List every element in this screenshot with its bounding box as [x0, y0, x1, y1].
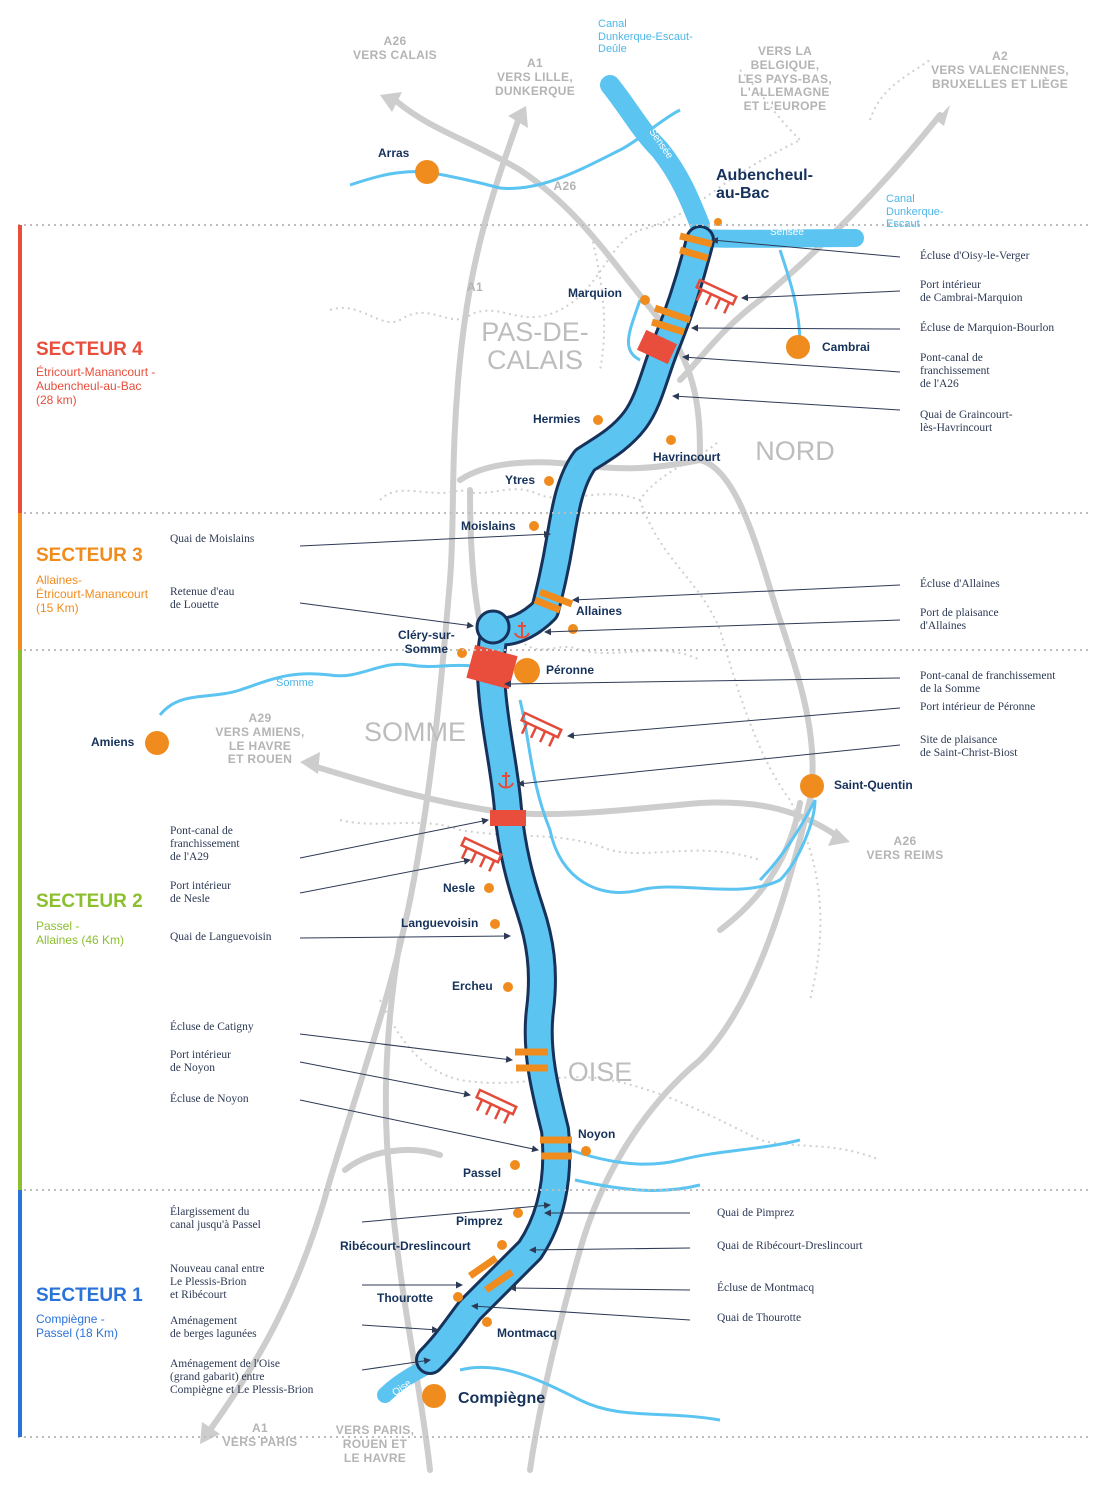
town-ribecourt: Ribécourt-Dreslincourt	[340, 1239, 471, 1253]
town-marquion: Marquion	[568, 286, 622, 300]
callout-retenue-louette: Retenue d'eau de Louette	[170, 586, 235, 612]
waterway-somme: Somme	[276, 677, 314, 689]
road-label-a1: A1	[467, 280, 483, 294]
town-languevoisin: Languevoisin	[401, 916, 479, 930]
town-arras: Arras	[378, 146, 410, 160]
callout-port-nesle: Port intérieur de Nesle	[170, 880, 231, 906]
callout-ecluse-montmacq: Écluse de Montmacq	[717, 1282, 815, 1294]
road-label-a26-calais: A26 VERS CALAIS	[353, 34, 437, 62]
dept-somme: SOMME	[363, 717, 466, 747]
town-dots	[145, 160, 824, 1408]
road-label-a1-lille: A1 VERS LILLE, DUNKERQUE	[494, 56, 576, 98]
town-ytres: Ytres	[505, 473, 536, 487]
callout-quai-languevoisin: Quai de Languevoisin	[170, 931, 272, 943]
road-label-a26: A26	[553, 179, 577, 193]
town-allaines: Allaines	[576, 604, 623, 618]
town-saint-quentin: Saint-Quentin	[834, 778, 913, 792]
highway-arrows	[200, 92, 950, 1444]
locks	[468, 232, 713, 1293]
town-moislains: Moislains	[461, 519, 516, 533]
waterway-sensee-2: Sensée	[770, 227, 804, 238]
sector3-title: SECTEUR 3	[36, 545, 143, 566]
pont-canals	[466, 329, 678, 826]
retenue-louette-basin	[475, 609, 511, 645]
town-noyon: Noyon	[578, 1127, 616, 1141]
road-label-belgique: VERS LA BELGIQUE, LES PAYS-BAS, L'ALLEMA…	[738, 44, 832, 114]
road-label-a26-reims: A26 VERS REIMS	[866, 834, 944, 862]
highways	[207, 97, 943, 1473]
sector1-title: SECTEUR 1	[36, 1285, 143, 1306]
road-label-a29: A29 VERS AMIENS, LE HAVRE ET ROUEN	[215, 711, 305, 767]
callout-quai-pimprez: Quai de Pimprez	[717, 1207, 795, 1219]
dept-nord: NORD	[755, 436, 835, 466]
callout-ecluse-allaines: Écluse d'Allaines	[920, 578, 1000, 590]
town-hermies: Hermies	[533, 412, 581, 426]
sector1-subtitle: Compiègne - Passel (18 Km)	[36, 1312, 119, 1340]
waterway-canal-escaut: Canal Dunkerque- Escaut	[886, 193, 944, 231]
sector3-subtitle: Allaines- Étricourt-Manancourt (15 Km)	[36, 573, 149, 615]
callout-saint-christ: Site de plaisance de Saint-Christ-Biost	[920, 734, 1018, 760]
callout-oise: Aménagement de l'Oise (grand gabarit) en…	[170, 1358, 314, 1397]
port-icons	[459, 278, 738, 1124]
callout-port-noyon: Port intérieur de Noyon	[170, 1049, 231, 1075]
sector4-subtitle: Étricourt-Manancourt - Aubencheul-au-Bac…	[36, 365, 156, 407]
town-havrincourt: Havrincourt	[653, 450, 721, 464]
town-pimprez: Pimprez	[456, 1214, 503, 1228]
town-compiegne: Compiègne	[458, 1390, 546, 1407]
callout-port-allaines: Port de plaisance d'Allaines	[920, 607, 999, 633]
town-ercheu: Ercheu	[452, 979, 493, 993]
town-clery: Cléry-sur- Somme	[398, 628, 455, 656]
dept-oise: OISE	[567, 1057, 633, 1087]
canal-water	[418, 228, 712, 1372]
sector2-title: SECTEUR 2	[36, 891, 143, 912]
town-cambrai: Cambrai	[822, 340, 871, 354]
callout-nouveau-canal: Nouveau canal entre Le Plessis-Brion et …	[170, 1263, 265, 1302]
town-montmacq: Montmacq	[497, 1326, 557, 1340]
town-peronne: Péronne	[546, 663, 595, 677]
dept-pas-de-calais: PAS-DE- CALAIS	[481, 317, 589, 376]
town-nesle: Nesle	[443, 881, 476, 895]
callout-elargissement: Élargissement du canal jusqu'à Passel	[170, 1206, 261, 1232]
callout-port-cambrai: Port intérieur de Cambrai-Marquion	[920, 279, 1023, 305]
callout-quai-graincourt: Quai de Graincourt- lès-Havrincourt	[920, 409, 1013, 435]
callout-quai-moislains: Quai de Moislains	[170, 533, 255, 545]
callout-pont-a29: Pont-canal de franchissement de l'A29	[170, 825, 240, 864]
road-label-vers-paris: VERS PARIS, ROUEN ET LE HAVRE	[335, 1423, 415, 1465]
road-label-a1-paris: A1 VERS PARIS	[222, 1421, 298, 1449]
anchor-icons	[498, 622, 530, 789]
waterway-canal-deule: Canal Dunkerque-Escaut- Deûle	[598, 18, 693, 56]
road-label-a2-valenciennes: A2 VERS VALENCIENNES, BRUXELLES ET LIÈGE	[931, 49, 1069, 91]
callout-ecluse-catigny: Écluse de Catigny	[170, 1021, 254, 1033]
sector4-title: SECTEUR 4	[36, 339, 143, 360]
town-thourotte: Thourotte	[377, 1291, 433, 1305]
sector-separators	[18, 224, 1090, 1438]
callout-berges: Aménagement de berges lagunées	[170, 1315, 257, 1341]
callout-lines	[299, 237, 901, 1371]
callout-ecluse-oisy: Écluse d'Oisy-le-Verger	[920, 250, 1030, 262]
callout-port-peronne: Port intérieur de Péronne	[920, 701, 1036, 713]
callout-ecluse-marquion: Écluse de Marquion-Bourlon	[920, 322, 1055, 334]
town-aubencheul: Aubencheul- au-Bac	[716, 167, 813, 203]
department-borders	[329, 59, 931, 1161]
callout-pont-a26: Pont-canal de franchissement de l'A26	[920, 352, 990, 391]
sector2-subtitle: Passel - Allaines (46 Km)	[36, 919, 125, 947]
callout-ecluse-noyon: Écluse de Noyon	[170, 1093, 249, 1105]
town-passel: Passel	[463, 1166, 502, 1180]
callout-quai-thourotte: Quai de Thourotte	[717, 1312, 802, 1324]
callout-pont-somme: Pont-canal de franchissement de la Somme	[920, 670, 1056, 696]
town-amiens: Amiens	[91, 735, 135, 749]
callout-quai-ribecourt: Quai de Ribécourt-Dreslincourt	[717, 1240, 863, 1252]
